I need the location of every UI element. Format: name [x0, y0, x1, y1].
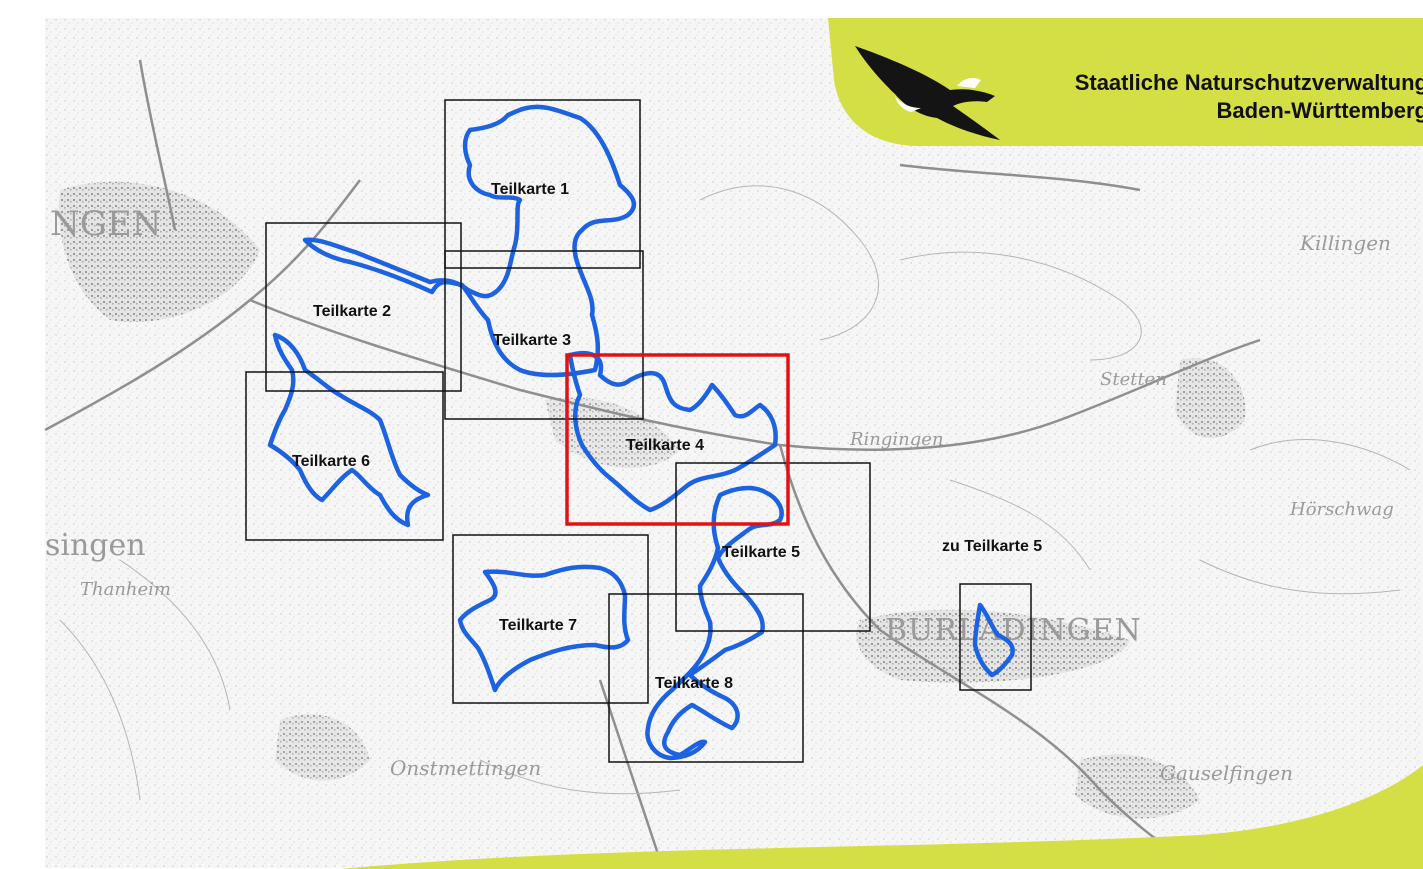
sheet-frame-7 — [452, 534, 649, 704]
place-name: Onstmettingen — [390, 756, 541, 780]
settlement-area — [275, 714, 370, 781]
area-center — [567, 350, 778, 513]
settlement-area — [1175, 358, 1246, 439]
sheet-label-8[interactable]: Teilkarte 8 — [655, 675, 733, 692]
area-north — [302, 104, 637, 378]
sheet-frame-5 — [675, 462, 871, 632]
roads — [44, 59, 1261, 869]
place-name: Ringingen — [849, 429, 944, 450]
header-band — [828, 18, 1423, 146]
sheet-frame-1 — [444, 99, 641, 269]
sheet-frame-3 — [444, 250, 644, 420]
sheet-label-4[interactable]: Teilkarte 4 — [626, 437, 704, 454]
place-name: NGEN — [50, 204, 161, 244]
agency-header: Staatliche Naturschutzverwaltung Baden-W… — [828, 18, 1423, 146]
sheet-frame-6 — [245, 371, 444, 541]
sheet-frame-4-selected[interactable] — [565, 353, 790, 526]
sheet-frames — [245, 99, 1032, 763]
sheet-label-3[interactable]: Teilkarte 3 — [493, 332, 571, 349]
place-name: Killingen — [1299, 231, 1391, 255]
sheet-label-5[interactable]: Teilkarte 5 — [722, 544, 800, 561]
sheet-label-5b[interactable]: zu Teilkarte 5 — [942, 538, 1042, 555]
settlement-area — [545, 397, 680, 469]
place-name: Thanheim — [80, 579, 171, 600]
sheet-label-7[interactable]: Teilkarte 7 — [499, 617, 577, 634]
place-name: singen — [45, 528, 146, 563]
area-south — [457, 564, 631, 693]
place-name: Hörschwag — [1289, 499, 1394, 520]
sheet-frame-8 — [608, 593, 804, 763]
contour-lines — [59, 185, 1411, 801]
place-name: Stetten — [1100, 369, 1167, 390]
settlement-area — [59, 181, 261, 322]
area-far-east — [972, 602, 1015, 678]
settlement-area — [1075, 754, 1200, 819]
protected-area-boundaries — [267, 104, 1015, 761]
area-west — [267, 332, 431, 528]
agency-state: Baden-Württemberg — [1216, 98, 1423, 123]
sheet-label-2[interactable]: Teilkarte 2 — [313, 303, 391, 320]
place-name: Gauselfingen — [1160, 761, 1293, 785]
sheet-label-1[interactable]: Teilkarte 1 — [491, 181, 569, 198]
settlement-area — [856, 609, 1130, 683]
eagle-icon — [855, 46, 1000, 140]
sheet-label-6[interactable]: Teilkarte 6 — [292, 453, 370, 470]
bottom-swoosh — [340, 765, 1423, 869]
place-name: BURLADINGEN — [885, 613, 1142, 648]
sheet-frame-2 — [265, 222, 462, 392]
sheet-frame-5b — [959, 583, 1032, 691]
area-east — [645, 485, 784, 761]
agency-name: Staatliche Naturschutzverwaltung — [1074, 70, 1423, 95]
